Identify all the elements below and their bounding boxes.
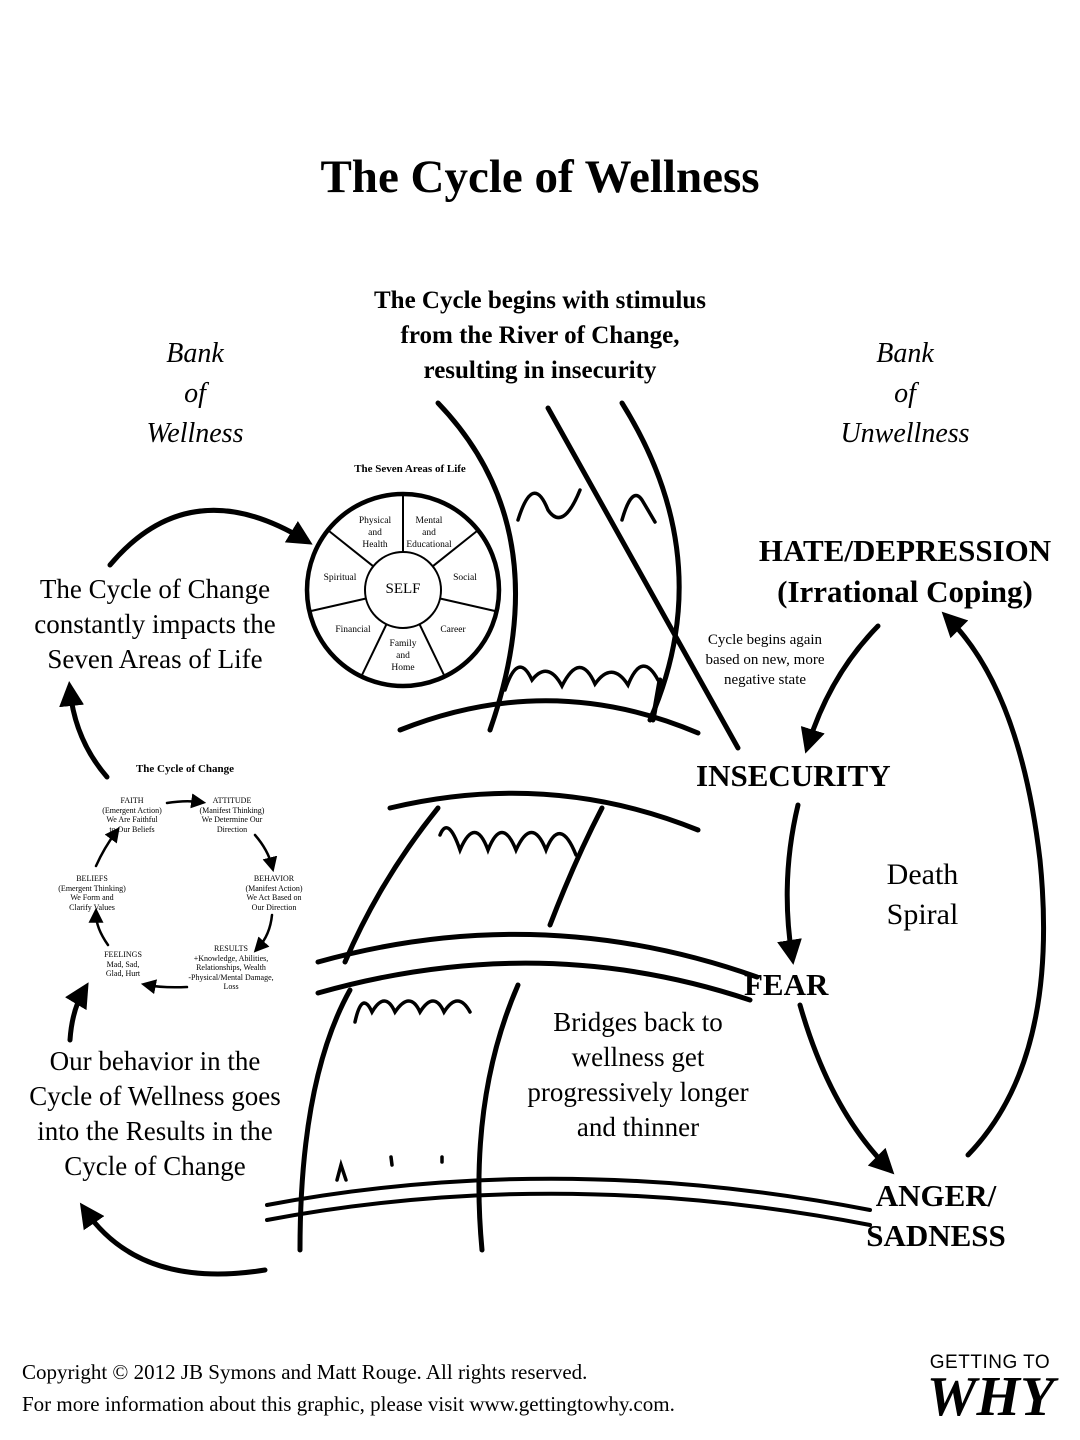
cycle-begins-again-note: Cycle begins again based on new, more ne… xyxy=(705,632,825,688)
logo-why: WHY xyxy=(926,1366,1055,1428)
seven-areas-wheel xyxy=(304,491,502,689)
wheel-segment-social: Social xyxy=(453,573,477,583)
arrow-fear-to-anger xyxy=(797,1002,895,1175)
arrow xyxy=(253,833,278,873)
state-hate-depression: HATE/DEPRESSION (Irrational Coping) xyxy=(758,533,1052,609)
wave xyxy=(516,488,582,522)
bridge-4-bottom xyxy=(265,1191,872,1227)
wheel-segment-family: Family and Home xyxy=(389,639,417,673)
bridge-1 xyxy=(397,698,701,736)
coc-node-attitude: ATTITUDE (Manifest Thinking) We Determin… xyxy=(199,796,265,834)
bank-of-unwellness-label: Bank of Unwellness xyxy=(840,338,970,449)
river-right-stub xyxy=(650,677,663,723)
arrow-insecurity-to-fear xyxy=(777,802,802,965)
arrow xyxy=(253,913,274,953)
bridges-note: Bridges back to wellness get progressive… xyxy=(527,1007,749,1142)
wave xyxy=(503,664,660,692)
bridges xyxy=(265,698,872,1227)
info-line: For more information about this graphic,… xyxy=(22,1392,675,1416)
cycle-of-change-impacts-note: The Cycle of Change constantly impacts t… xyxy=(34,574,276,674)
wave xyxy=(620,493,657,524)
state-insecurity: INSECURITY xyxy=(696,758,891,793)
wheel-spokes xyxy=(309,494,497,677)
coc-node-results: RESULTS +Knowledge, Abilities, Relations… xyxy=(188,944,274,991)
copyright-notice: Copyright © 2012 JB Symons and Matt Roug… xyxy=(22,1356,675,1420)
river-lower-middle xyxy=(547,805,605,928)
main-arrows xyxy=(59,507,1047,1277)
coc-node-behavior: BEHAVIOR (Manifest Action) We Act Based … xyxy=(245,874,303,912)
river-left-low xyxy=(297,987,353,1253)
arrow-bridge-to-behavior xyxy=(79,1202,268,1277)
river-left-bank xyxy=(435,400,518,733)
wheel-segment-career: Career xyxy=(440,625,466,635)
wave xyxy=(353,999,472,1024)
wave xyxy=(438,825,578,857)
logo-getting-to: GETTING TO xyxy=(929,1352,1051,1373)
arrow xyxy=(140,979,189,995)
arrow-note-to-cycle xyxy=(65,982,89,1043)
state-anger-sadness: ANGER/ SADNESS xyxy=(866,1178,1006,1253)
coc-node-beliefs: BELIEFS (Emergent Thinking) We Form and … xyxy=(58,874,126,912)
cycle-of-change-arrows xyxy=(88,793,278,995)
wheel-self-label: SELF xyxy=(385,581,421,597)
death-spiral-label: Death Spiral xyxy=(886,858,959,931)
arrow-anger-to-hate xyxy=(941,611,1047,1158)
page-title: The Cycle of Wellness xyxy=(320,151,760,203)
bank-of-wellness-label: Bank of Wellness xyxy=(146,338,244,449)
bridge-3-bottom xyxy=(315,960,753,1003)
river-mid-low xyxy=(476,982,521,1253)
river-of-change xyxy=(297,400,741,1253)
river-right-bank xyxy=(619,400,682,723)
coc-node-feelings: FEELINGS Mad, Sad, Glad, Hurt xyxy=(104,950,142,978)
river-middle-line xyxy=(545,405,741,751)
river-lower-left xyxy=(342,805,441,965)
cycle-of-change-title: The Cycle of Change xyxy=(135,763,235,775)
copyright-line: Copyright © 2012 JB Symons and Matt Roug… xyxy=(22,1360,588,1384)
arrow xyxy=(165,793,207,809)
bridge-3-top xyxy=(315,931,760,980)
wave xyxy=(389,1155,394,1167)
wheel-segment-financial: Financial xyxy=(335,625,371,635)
stimulus-line: The Cycle begins with stimulus xyxy=(374,287,706,314)
river-waves xyxy=(335,488,660,1182)
arrow xyxy=(88,907,110,947)
state-fear: FEAR xyxy=(744,967,829,1002)
coc-node-faith: FAITH (Emergent Action) We Are Faithful … xyxy=(102,796,162,834)
wheel-segment-mental: Mental and Educational xyxy=(406,516,452,550)
stimulus-line: resulting in insecurity xyxy=(423,357,657,384)
seven-areas-title: The Seven Areas of Life xyxy=(354,463,466,475)
arrow-cycle-to-note xyxy=(59,681,110,780)
bridge-4-top xyxy=(265,1176,872,1212)
behavior-results-note: Our behavior in the Cycle of Wellness go… xyxy=(29,1046,281,1181)
arrow xyxy=(94,826,120,868)
arrow-to-wheel xyxy=(107,507,313,568)
wheel-segment-spiritual: Spiritual xyxy=(323,573,357,583)
bridge-2-top xyxy=(387,790,701,833)
wave xyxy=(335,1158,348,1182)
arrow-hate-to-insecurity xyxy=(800,623,881,754)
wheel-segment-physical: Physical and Health xyxy=(358,516,392,550)
stimulus-line: from the River of Change, xyxy=(400,322,680,349)
stimulus-note: The Cycle begins with stimulus from the … xyxy=(330,283,750,388)
